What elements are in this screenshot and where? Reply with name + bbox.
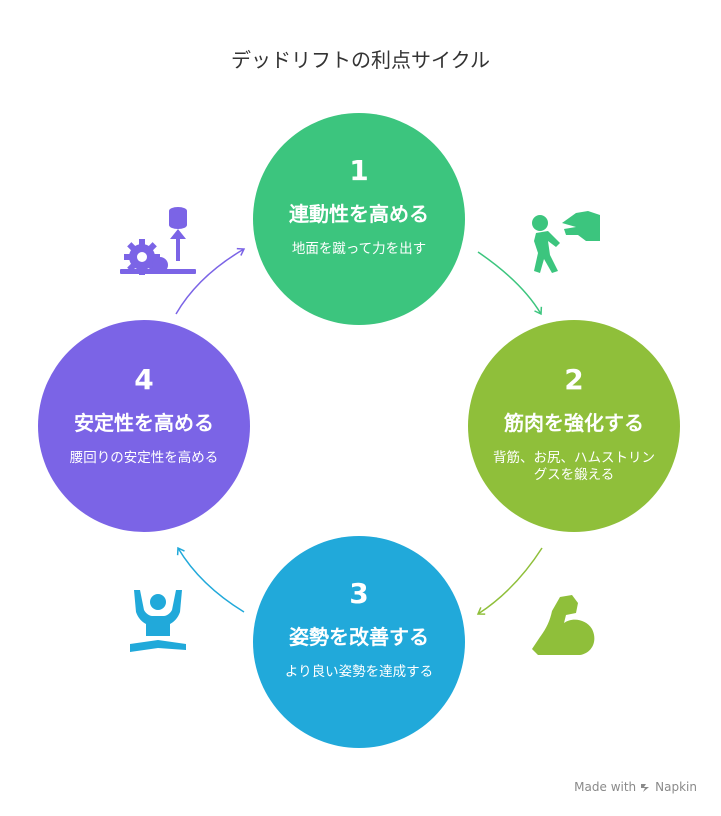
credit-brand: Napkin [655, 780, 697, 794]
push-person-icon [532, 211, 600, 273]
step-4-desc: 腰回りの安定性を高める [69, 450, 219, 466]
step-1-title: 連動性を高める [289, 202, 429, 226]
step-3-desc: より良い姿勢を達成する [284, 664, 434, 680]
step-2-desc: 背筋、お尻、ハムストリングスを鍛える [493, 450, 655, 483]
step-3-title: 姿勢を改善する [289, 625, 429, 649]
step-3-number: 3 [349, 577, 369, 610]
napkin-credit[interactable]: Made with Napkin [574, 780, 697, 794]
meditation-icon [130, 590, 186, 652]
credit-prefix: Made with [574, 780, 637, 794]
step-1-number: 1 [349, 154, 369, 187]
flexed-arm-icon [532, 595, 595, 655]
napkin-logo-icon [641, 783, 650, 792]
step-1-desc: 地面を蹴って力を出す [291, 241, 427, 257]
step-2-title: 筋肉を強化する [504, 411, 644, 435]
diagram-title: デッドリフトの利点サイクル [231, 48, 490, 72]
step-2-number: 2 [564, 363, 584, 396]
gear-stack-icon [120, 207, 196, 275]
step-4-title: 安定性を高める [74, 411, 214, 435]
step-3-circle: 3 姿勢を改善する より良い姿勢を達成する [253, 536, 465, 748]
step-4-number: 4 [134, 363, 154, 396]
step-1-circle: 1 連動性を高める 地面を蹴って力を出す [253, 113, 465, 325]
step-2-circle: 2 筋肉を強化する 背筋、お尻、ハムストリングスを鍛える [468, 320, 680, 532]
step-4-circle: 4 安定性を高める 腰回りの安定性を高める [38, 320, 250, 532]
